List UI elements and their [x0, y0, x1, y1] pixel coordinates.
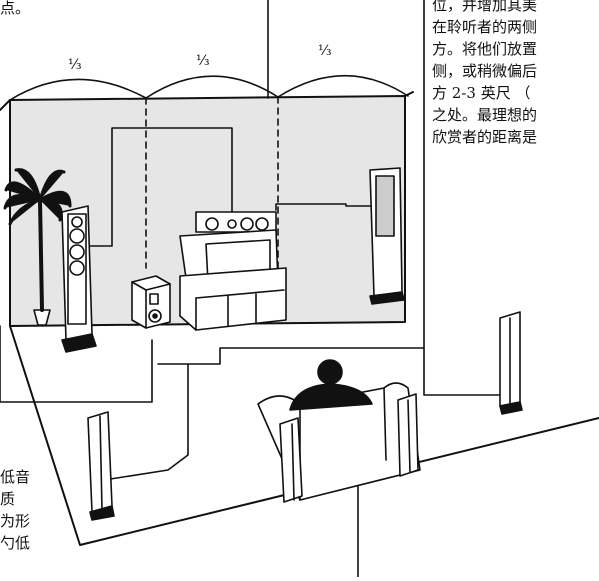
- fraction-label: ⅓: [196, 53, 210, 69]
- text-line: 之处。最理想的: [432, 106, 538, 124]
- palm-plant-icon: [3, 168, 72, 326]
- callout-front-right: [275, 203, 381, 211]
- text-line: 侧，或稍微偏后: [432, 62, 538, 80]
- speaker-surround-right-icon: [499, 311, 523, 415]
- fraction-label: ⅓: [68, 57, 82, 73]
- callout-front-left: [87, 127, 233, 247]
- right-text-block: 位，并增加其美 在聆听者的两侧 方。将他们放置 侧，或稍微偏后 方 2-3 英尺…: [432, 0, 537, 148]
- listener-icon: [289, 359, 373, 411]
- text-line: 方。将他们放置: [432, 40, 538, 58]
- text-line: 为形: [0, 512, 31, 530]
- callout-surround-left: [103, 363, 189, 481]
- text-line: 欣赏者的距离是: [432, 128, 538, 146]
- subwoofer-icon: [131, 275, 171, 329]
- third-arc-middle: [145, 75, 279, 99]
- text-line: 在聆听者的两侧: [432, 18, 538, 36]
- third-arc-left: [9, 78, 147, 101]
- speaker-front-right-icon: [369, 167, 405, 305]
- speaker-rear-pair-icon: [279, 393, 419, 503]
- top-left-fragment: 点。: [0, 0, 31, 17]
- callout-lower-frame: [157, 347, 425, 365]
- speaker-surround-left-icon: [87, 411, 115, 521]
- text-line: 勺低: [0, 534, 31, 552]
- back-wall: [9, 95, 406, 327]
- speaker-front-left-icon: [61, 205, 97, 353]
- left-bottom-text-block: 低音 质 为形 勺低: [0, 466, 30, 554]
- text-line: 位，并增加其美: [432, 0, 538, 14]
- callout-to-listener: [0, 325, 153, 403]
- text-line: 质: [0, 490, 16, 508]
- ceiling-front-edge: [0, 99, 11, 111]
- third-arc-right: [277, 75, 409, 98]
- callout-surround-right: [423, 0, 513, 396]
- floor-outline: [9, 325, 599, 546]
- text-line: 低音: [0, 468, 31, 486]
- text-line: 方 2-3 英尺 （: [432, 84, 531, 102]
- fraction-label: ⅓: [318, 43, 332, 59]
- tv-icon: [179, 211, 287, 331]
